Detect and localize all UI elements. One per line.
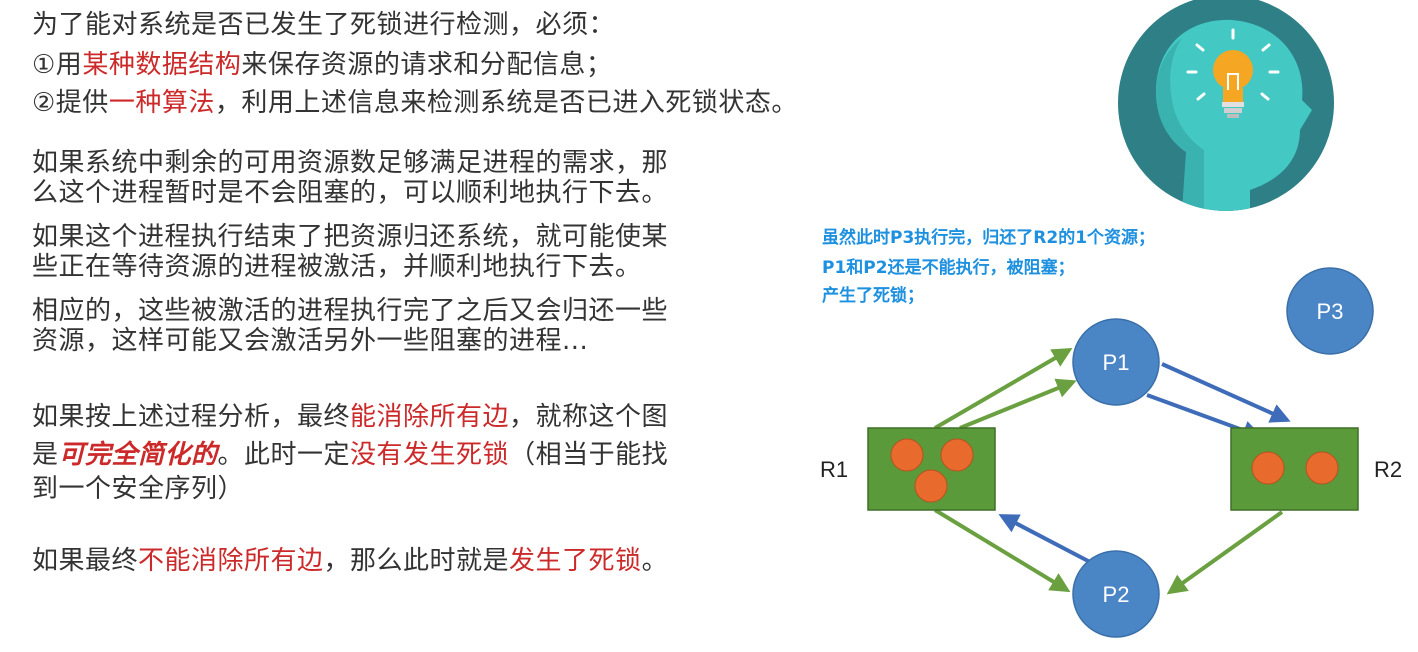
note-line-2: P1和P2还是不能执行，被阻塞；	[822, 258, 1075, 278]
intro-line-3-suffix: ，利用上述信息来检测系统是否已进入死锁状态。	[214, 88, 798, 118]
para2-line-2-highlight: 没有发生死锁	[350, 440, 510, 470]
para2-line-2: 是可完全简化的。此时一定没有发生死锁（相当于能找	[32, 440, 668, 470]
intro-line-2-suffix: 来保存资源的请求和分配信息；	[241, 50, 613, 80]
resource-r2-label: R2	[1374, 457, 1402, 482]
r2-instance	[1251, 451, 1285, 485]
para3-prefix: 如果最终	[32, 546, 139, 576]
process-p3: P3	[1286, 267, 1374, 355]
resource-r2	[1230, 427, 1359, 511]
edge-r1-p1-b	[959, 378, 1077, 430]
note-line-1: 虽然此时P3执行完，归还了R2的1个资源；	[822, 228, 1156, 248]
para2-line-2-prefix: 是	[32, 440, 59, 470]
para2-line-1-prefix: 如果按上述过程分析，最终	[32, 402, 351, 432]
para1-line-2: 么这个进程暂时是不会阻塞的，可以顺利地执行下去。	[32, 178, 669, 208]
r1-instance	[940, 438, 974, 472]
process-p2-label: P2	[1103, 582, 1130, 607]
lightbulb-head-icon	[1118, 0, 1334, 211]
intro-line-2-prefix: ①用	[32, 50, 83, 80]
intro-line-2-highlight: 某种数据结构	[82, 50, 242, 80]
r1-instance	[890, 438, 924, 472]
r1-instance	[914, 469, 948, 503]
para3-suffix: 。	[641, 546, 669, 576]
edge-r2-p2	[1166, 510, 1284, 595]
para3-highlight-2: 发生了死锁	[509, 546, 642, 576]
para2-line-3: 到一个安全序列）	[32, 474, 245, 504]
process-p3-label: P3	[1317, 299, 1344, 324]
process-p1-label: P1	[1103, 350, 1130, 375]
para2-line-2-middle: 。此时一定	[217, 440, 351, 470]
process-p1: P1	[1072, 318, 1160, 406]
para2-line-2-emphasis: 可完全简化的	[58, 440, 218, 470]
para3-line: 如果最终不能消除所有边，那么此时就是发生了死锁。	[32, 546, 668, 576]
edge-r1-p2	[933, 508, 1071, 593]
intro-line-2: ①用某种数据结构来保存资源的请求和分配信息；	[32, 50, 612, 80]
para2-line-2-suffix: （相当于能找	[509, 440, 669, 470]
r2-instance	[1305, 451, 1339, 485]
intro-line-3: ②提供一种算法，利用上述信息来检测系统是否已进入死锁状态。	[32, 88, 798, 118]
intro-line-3-highlight: 一种算法	[108, 88, 215, 118]
para2-line-1-highlight: 能消除所有边	[350, 402, 510, 432]
para3-highlight-1: 不能消除所有边	[138, 546, 324, 576]
para1-line-1: 如果系统中剩余的可用资源数足够满足进程的需求，那	[32, 148, 669, 178]
para2-line-1: 如果按上述过程分析，最终能消除所有边，就称这个图	[32, 402, 668, 432]
para2-line-1-suffix: ，就称这个图	[509, 402, 669, 432]
para3-middle: ，那么此时就是	[323, 546, 510, 576]
intro-line-3-prefix: ②提供	[32, 88, 109, 118]
intro-line-1: 为了能对系统是否已发生了死锁进行检测，必须：	[32, 10, 616, 40]
resource-r1	[867, 427, 996, 511]
edge-p2-r1	[998, 514, 1091, 564]
edge-r1-p1-a	[933, 347, 1073, 430]
para1-line-3: 如果这个进程执行结束了把资源归还系统，就可能使某	[32, 222, 669, 252]
para1-line-5: 相应的，这些被激活的进程执行完了之后又会归还一些	[32, 296, 669, 326]
edge-p1-r2-a	[1161, 362, 1291, 423]
para1-line-4: 些正在等待资源的进程被激活，并顺利地执行下去。	[32, 252, 642, 282]
note-line-3: 产生了死锁；	[822, 286, 924, 306]
resource-r1-label: R1	[820, 457, 848, 482]
process-p2: P2	[1072, 550, 1160, 638]
para1-line-6: 资源，这样可能又会激活另外一些阻塞的进程...	[32, 326, 589, 356]
